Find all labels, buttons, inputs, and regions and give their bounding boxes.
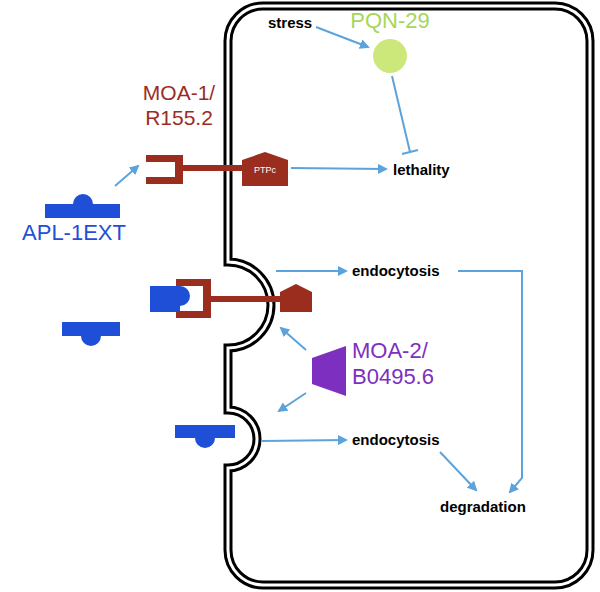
receptor-stem <box>181 165 245 171</box>
trapezoid-shape: MOA-2/ B0495.6 <box>308 338 468 404</box>
receptor-shape: MOA-1/ R155.2 <box>138 80 220 184</box>
ptp-domain: PTPc <box>242 152 288 186</box>
process-label: stress <box>268 14 312 32</box>
cell-membrane-inner <box>228 6 590 585</box>
bound-ptp-domain <box>280 284 312 312</box>
arrow-connector <box>115 166 138 186</box>
process-label: degradation <box>440 498 526 516</box>
node-label: MOA-2/ B0495.6 <box>352 338 466 390</box>
pit-ligand <box>175 425 235 448</box>
bound-ligand <box>150 286 190 312</box>
node-label: APL-1EXT <box>15 220 133 246</box>
ligand-shape: APL-1EXT <box>15 186 133 248</box>
arrow <box>281 328 306 350</box>
cell-membrane <box>228 6 590 585</box>
protein-circle: PQN-29 <box>338 8 442 76</box>
inhibition-line <box>392 76 410 152</box>
arrow <box>291 168 386 169</box>
bound-receptor-cup <box>176 279 211 318</box>
node-label: PTPc <box>242 165 288 176</box>
node-label: MOA-1/ R155.2 <box>138 80 220 130</box>
process-label: lethality <box>393 161 450 179</box>
process-label: endocytosis <box>352 431 440 449</box>
arrow <box>262 440 346 441</box>
arrow <box>458 271 522 492</box>
inhibition-bar <box>402 150 418 154</box>
node-label: PQN-29 <box>338 8 442 34</box>
free-ligand <box>62 322 120 346</box>
arrow <box>440 452 476 490</box>
process-label: endocytosis <box>352 262 440 280</box>
bound-receptor-stem <box>210 296 282 302</box>
arrow <box>276 270 346 272</box>
arrow <box>279 393 306 411</box>
